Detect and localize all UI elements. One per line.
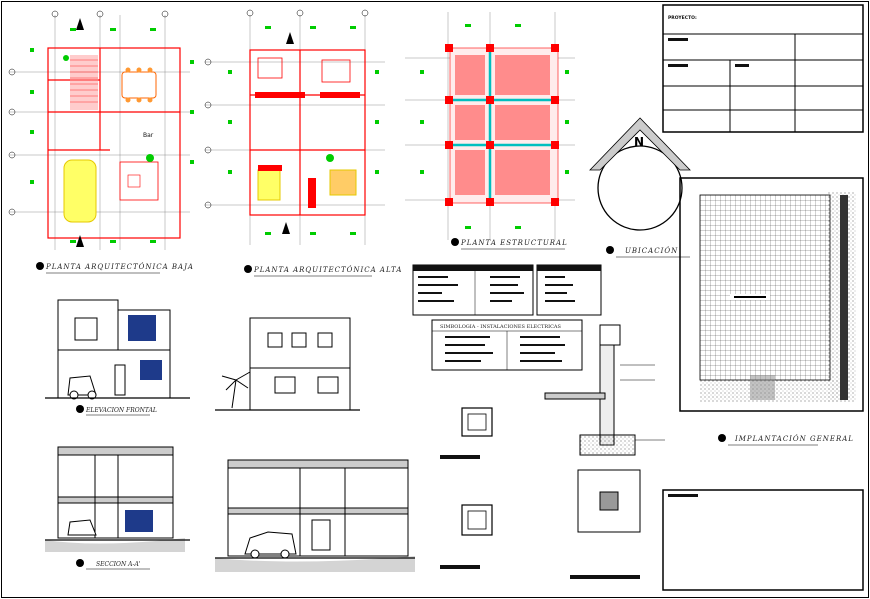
planta-alta-caption: PLANTA ARQUITECTÓNICA ALTA xyxy=(244,265,402,277)
room-label-bar: Bar xyxy=(143,132,154,139)
ubicacion-title: UBICACIÓN xyxy=(625,246,678,255)
planta-estructural-title: PLANTA ESTRUCTURAL xyxy=(460,239,568,247)
ubicacion-drawing: N xyxy=(589,117,691,231)
seccion-aa-caption: SECCION A-A' xyxy=(76,559,150,570)
seccion-aa-drawing xyxy=(45,446,190,552)
notes-box xyxy=(662,489,864,591)
north-letter: N xyxy=(634,135,644,149)
legend-tables: SIMBOLOGIA - INSTALACIONES ELECTRICAS xyxy=(412,264,602,371)
planta-estructural-caption: PLANTA ESTRUCTURAL xyxy=(451,238,568,250)
elevacion-frontal-caption: ELEVACION FRONTAL xyxy=(76,405,157,416)
title-block: PROYECTO: xyxy=(662,4,864,133)
implantacion-title: IMPLANTACIÓN GENERAL xyxy=(734,434,854,443)
seccion-longitudinal-drawing xyxy=(215,459,415,572)
implantacion-caption: IMPLANTACIÓN GENERAL xyxy=(718,434,854,446)
planta-baja-drawing: Bar xyxy=(8,10,194,250)
seccion-aa-title: SECCION A-A' xyxy=(96,561,141,568)
planta-baja-title: PLANTA ARQUITECTÓNICA BAJA xyxy=(45,262,194,271)
planta-baja-caption: PLANTA ARQUITECTÓNICA BAJA xyxy=(36,262,194,274)
elevacion-frontal-title: ELEVACION FRONTAL xyxy=(85,407,157,414)
title-block-proyecto: PROYECTO: xyxy=(668,15,697,21)
simbologia-title: SIMBOLOGIA - INSTALACIONES ELECTRICAS xyxy=(440,324,562,330)
implantacion-drawing xyxy=(679,177,864,412)
elevacion-lateral-drawing xyxy=(215,317,360,411)
planta-estructural-drawing xyxy=(405,12,575,240)
planta-alta-drawing xyxy=(204,9,385,245)
ubicacion-caption: UBICACIÓN xyxy=(606,246,690,258)
structural-details xyxy=(440,324,665,579)
elevacion-frontal-drawing xyxy=(45,299,190,400)
planta-alta-title: PLANTA ARQUITECTÓNICA ALTA xyxy=(253,265,402,274)
